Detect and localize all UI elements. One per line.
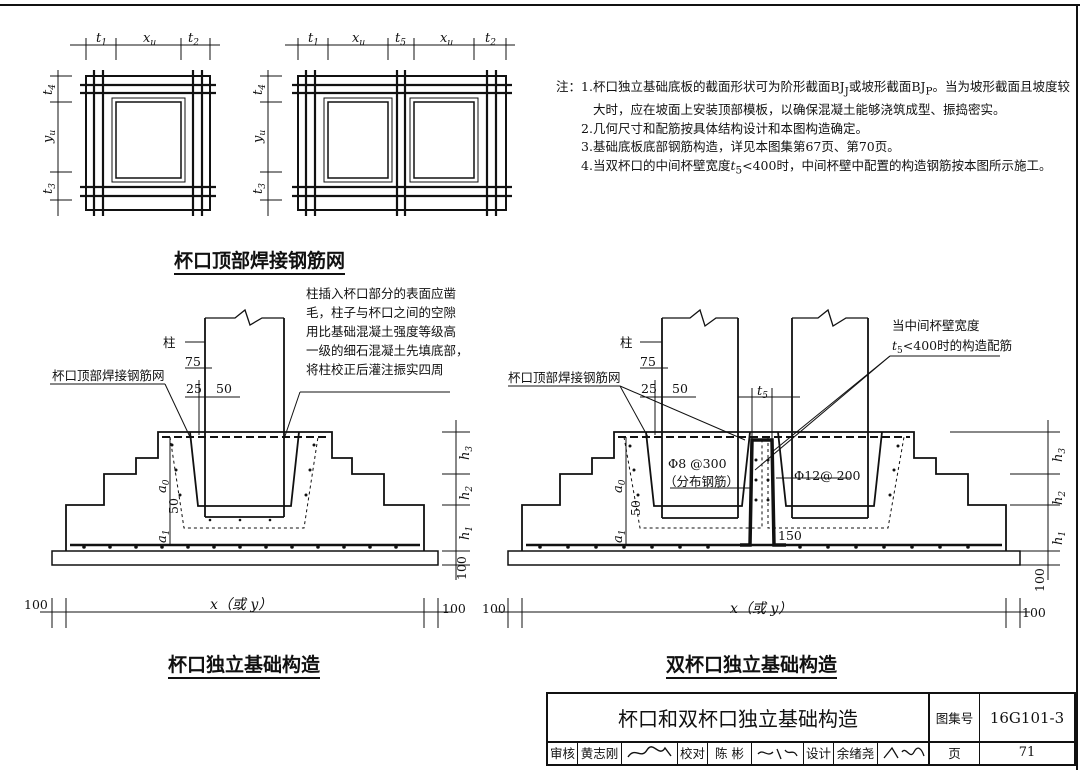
dim-t2-left: t2	[188, 31, 199, 48]
double-dim-100-right: 100	[1022, 605, 1046, 620]
checker-signature	[752, 741, 804, 764]
double-mid-label-1: 当中间杯壁宽度	[892, 318, 980, 333]
double-cup-section	[496, 308, 1060, 628]
double-mesh-label: 杯口顶部焊接钢筋网	[508, 370, 621, 385]
double-bar1-note: （分布钢筋）	[664, 474, 739, 489]
double-h1: h1	[1051, 531, 1068, 545]
single-dim-100-left: 100	[24, 597, 48, 612]
note-3-num: 3.	[581, 139, 593, 154]
double-title: 双杯口独立基础构造	[666, 650, 838, 679]
reviewer-signature	[622, 741, 678, 764]
dim-t4-right: t4	[251, 84, 268, 95]
double-bar1-label: Φ8 @300	[668, 456, 727, 471]
double-col-label: 柱	[620, 335, 633, 350]
dim-t3-left: t3	[41, 183, 58, 194]
double-dim-25: 25	[641, 381, 657, 396]
mesh-plan-single	[50, 38, 220, 216]
double-dim-50b: 50	[628, 500, 643, 516]
single-dim-75: 75	[185, 354, 201, 369]
double-dim-75: 75	[640, 354, 656, 369]
single-a1: a1	[155, 530, 172, 544]
single-a0: a0	[155, 479, 172, 493]
single-col-label: 柱	[163, 335, 176, 350]
single-xy-label: x（或 y）	[210, 597, 272, 613]
single-h1: h1	[458, 526, 475, 540]
note-4-text: 当双杯口的中间杯壁宽度t5<400时，中间杯壁中配置的构造钢筋按本图所示施工。	[592, 157, 1052, 177]
single-note-line-1: 柱插入杯口部分的表面应凿	[306, 286, 456, 301]
double-mid-label-2: t5<400时的构造配筋	[892, 338, 1012, 356]
double-dim-100-left: 100	[482, 601, 506, 616]
note-4: 4. 当双杯口的中间杯壁宽度t5<400时，中间杯壁中配置的构造钢筋按本图所示施…	[556, 157, 1071, 180]
single-dim-50: 50	[216, 381, 232, 396]
dim-xu1-right: xu	[352, 31, 365, 48]
double-a0: a0	[611, 479, 628, 493]
single-title: 杯口独立基础构造	[168, 650, 321, 679]
note-3: 3. 基础底板底部钢筋构造，详见本图集第67页、第70页。	[556, 138, 1071, 157]
single-dim-100-right: 100	[442, 601, 466, 616]
mesh-plan-double	[260, 38, 515, 216]
dim-t4-left: t4	[41, 84, 58, 95]
dim-t3-right: t3	[251, 183, 268, 194]
double-h3: h3	[1051, 448, 1068, 462]
notes-prefix: 注：	[556, 79, 582, 94]
note-1: 注：1. 杯口独立基础底板的截面形状可为阶形截面BJJ或坡形截面BJP。当为坡形…	[556, 78, 1071, 120]
note-3-text: 基础底板底部钢筋构造，详见本图集第67页、第70页。	[592, 139, 900, 154]
note-2: 2. 几何尺寸和配筋按具体结构设计和本图构造确定。	[556, 120, 1071, 139]
designer-signature	[878, 741, 930, 764]
note-1-text: 杯口独立基础底板的截面形状可为阶形截面BJJ或坡形截面BJP。当为坡形截面且坡度…	[592, 79, 1071, 117]
single-cup-section	[40, 308, 470, 628]
notes-block: 注：1. 杯口独立基础底板的截面形状可为阶形截面BJJ或坡形截面BJP。当为坡形…	[556, 78, 1071, 180]
double-rebar-dots	[538, 444, 970, 549]
mesh-title: 杯口顶部焊接钢筋网	[174, 246, 346, 275]
double-t5: t5	[757, 384, 768, 401]
dim-t1-right: t1	[308, 31, 319, 48]
dim-t2-right: t2	[485, 31, 496, 48]
check-label: 校对	[678, 741, 708, 764]
dim-yu-right: yu	[251, 130, 268, 144]
double-dim-100-bottom: 100	[1032, 568, 1047, 592]
double-xy-label: x（或 y）	[730, 601, 792, 617]
single-h3: h3	[458, 446, 475, 460]
single-note-line-4: 一级的细石混凝土先填底部，	[306, 343, 469, 358]
double-dim-50: 50	[672, 381, 688, 396]
dim-t1-left: t1	[96, 31, 107, 48]
dim-t5-right: t5	[395, 31, 406, 48]
double-a1: a1	[611, 530, 628, 544]
dim-yu-left: yu	[41, 130, 58, 144]
single-note-line-2: 毛，柱子与杯口之间的空隙	[306, 305, 456, 320]
title-block: 杯口和双杯口独立基础构造 图集号 16G101-3 审核 黄志刚 校对 陈 彬 …	[546, 692, 1076, 766]
page-number: 71	[1018, 745, 1036, 760]
reviewer-name: 黄志刚	[578, 741, 622, 764]
single-note-line-3: 用比基础混凝土强度等级高	[306, 324, 456, 339]
design-label: 设计	[804, 741, 834, 764]
single-dim-100-bottom: 100	[454, 556, 469, 580]
double-h2: h2	[1051, 491, 1068, 505]
page-label: 页	[930, 741, 980, 764]
drawing-title: 杯口和双杯口独立基础构造	[548, 694, 930, 741]
single-rebar-dots	[82, 443, 398, 549]
note-2-text: 几何尺寸和配筋按具体结构设计和本图构造确定。	[592, 120, 868, 136]
atlas-number: 16G101-3	[989, 708, 1065, 727]
checker-name: 陈 彬	[708, 741, 752, 764]
designer-name: 余绪尧	[834, 741, 878, 764]
single-note-line-5: 将柱校正后灌注振实四周	[306, 362, 444, 377]
review-label: 审核	[548, 741, 578, 764]
single-h2: h2	[458, 486, 475, 500]
note-2-num: 2.	[581, 120, 593, 136]
single-dim-50b: 50	[166, 498, 181, 514]
single-mesh-label: 杯口顶部焊接钢筋网	[52, 368, 165, 383]
dim-xu-left: xu	[143, 31, 156, 48]
atlas-label: 图集号	[930, 694, 980, 741]
single-dim-25: 25	[186, 381, 202, 396]
note-1-num: 1.	[581, 79, 593, 94]
double-bar2-label: Φ12@ 200	[794, 468, 861, 483]
dim-xu2-right: xu	[440, 31, 453, 48]
note-4-num: 4.	[581, 157, 593, 173]
double-dim-150: 150	[778, 528, 802, 543]
